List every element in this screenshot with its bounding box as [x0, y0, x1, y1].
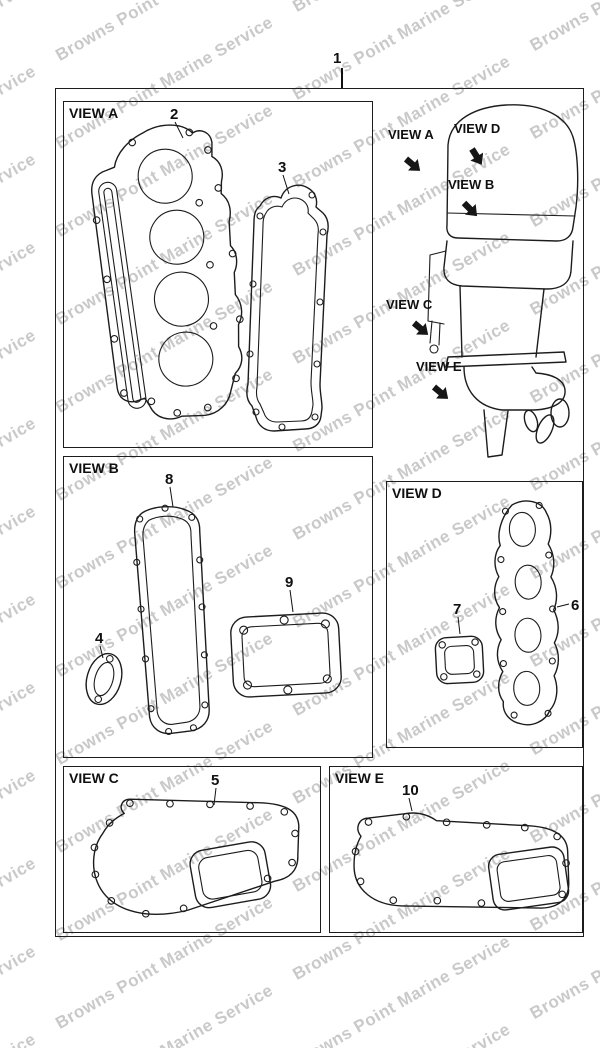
watermark-text: Browns Point Marine Service Browns Point…	[0, 0, 600, 27]
view-b-label: VIEW B	[69, 460, 119, 476]
watermark-text: Browns Point Marine Service Browns Point…	[0, 971, 600, 1048]
view-e-label: VIEW E	[335, 770, 385, 786]
part-9-cover-gasket	[230, 612, 342, 698]
engine-view-a-label: VIEW A	[388, 127, 434, 142]
part-3-cover-gasket	[246, 184, 329, 432]
part-4-small-gasket	[85, 652, 123, 706]
part-7-small-gasket	[434, 635, 485, 685]
callout-part-4: 4	[95, 630, 104, 647]
view-d-arrow-icon	[469, 147, 484, 165]
view-c-panel: VIEW C 5	[63, 766, 321, 933]
part-10-long-gasket	[351, 812, 570, 911]
callout-part-6: 6	[571, 597, 579, 614]
engine-view-e-label: VIEW E	[416, 359, 462, 374]
view-e-art: 10	[351, 782, 570, 911]
engine-reference: VIEW A VIEW D VIEW B VIEW C VIEW E	[384, 93, 581, 479]
view-c-arrow-icon	[411, 320, 429, 335]
view-b-panel: VIEW B 8 9 4	[63, 456, 373, 758]
part-8-plate-gasket	[133, 504, 210, 736]
view-d-label: VIEW D	[392, 485, 442, 501]
view-b-art: 8 9 4	[85, 471, 342, 736]
outboard-motor-outline	[427, 104, 579, 458]
engine-art	[403, 104, 579, 458]
engine-view-b-label: VIEW B	[448, 177, 495, 192]
engine-view-d-label: VIEW D	[454, 121, 501, 136]
view-a-arrow-icon	[403, 156, 421, 171]
view-b-arrow-icon	[461, 200, 478, 217]
engine-view-c-label: VIEW C	[386, 297, 433, 312]
callout-figure-1-leader	[341, 68, 343, 88]
callout-part-5: 5	[211, 772, 219, 789]
view-d-panel: VIEW D 6 7	[386, 481, 583, 748]
view-a-art: 2 3	[91, 106, 329, 432]
view-d-art: 6 7	[434, 500, 579, 726]
callout-part-2: 2	[170, 106, 178, 123]
view-c-art: 5	[90, 772, 300, 918]
part-2-cylinder-head-gasket	[91, 124, 244, 420]
callout-part-10: 10	[402, 782, 419, 799]
view-c-label: VIEW C	[69, 770, 119, 786]
view-e-panel: VIEW E 10	[329, 766, 583, 933]
callout-part-3: 3	[278, 159, 286, 176]
part-6-manifold-gasket	[493, 500, 560, 726]
callout-part-7: 7	[453, 601, 461, 618]
callout-part-9: 9	[285, 574, 293, 591]
callout-part-8: 8	[165, 471, 173, 488]
view-e-arrow-icon	[431, 384, 449, 399]
view-a-panel: VIEW A 2 3	[63, 101, 373, 448]
callout-figure-1: 1	[333, 50, 342, 67]
part-5-pan-gasket	[90, 798, 300, 918]
figure-frame: VIEW A 2 3	[55, 88, 584, 937]
view-a-label: VIEW A	[69, 105, 119, 121]
